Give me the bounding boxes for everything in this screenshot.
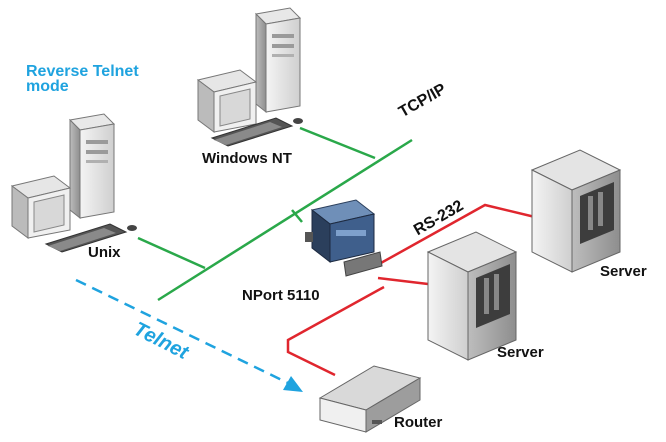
server-front-label: Server [497, 344, 544, 361]
rs232-serial-lines [286, 203, 536, 377]
router-icon [318, 365, 422, 433]
telnet-arrow [75, 278, 303, 392]
nport-5110-device-icon [305, 199, 383, 277]
unix-computer-icon [10, 113, 137, 253]
router-label: Router [394, 414, 443, 431]
windows-nt-computer-icon [196, 7, 303, 147]
nport-label: NPort 5110 [242, 287, 320, 304]
server-right-icon [530, 149, 622, 273]
mode-title-line1: Reverse Telnet [26, 63, 139, 80]
windows-nt-label: Windows NT [202, 150, 292, 167]
tcpip-network-lines [137, 126, 413, 302]
server-front-icon [426, 231, 518, 361]
server-right-label: Server [600, 263, 647, 280]
unix-label: Unix [88, 244, 121, 261]
mode-title-line2: mode [26, 78, 69, 95]
